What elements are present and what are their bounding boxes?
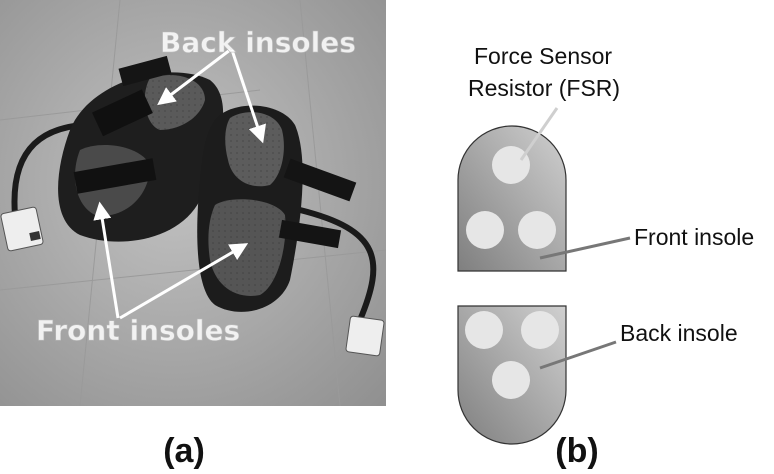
fsr-sensor-front-right [518, 211, 556, 249]
label-back-insoles: Back insoles [160, 26, 356, 59]
arrow-front-right [119, 243, 249, 320]
leader-back-insole [539, 340, 617, 370]
leader-fsr [519, 107, 559, 161]
photo-panel: Back insoles Front insoles [0, 0, 387, 407]
label-back-insole: Back insole [620, 320, 738, 346]
cable-right [299, 207, 377, 322]
arrow-back-right [230, 49, 266, 144]
arrow-back-left [157, 48, 231, 106]
fsr-sensor-front-top [492, 146, 530, 184]
insole-diagram: Force Sensor Resistor (FSR) Front insole… [457, 43, 754, 445]
label-fsr-line2: Resistor (FSR) [468, 75, 620, 101]
connector-right [345, 315, 385, 357]
right-sandal [197, 105, 357, 312]
fsr-sensor-back-right [521, 311, 559, 349]
arrow-front-left [93, 201, 120, 319]
connector-left [0, 206, 44, 252]
fsr-sensor-back-bottom [492, 361, 530, 399]
fsr-sensor-back-left [465, 311, 503, 349]
label-front-insoles: Front insoles [36, 314, 240, 347]
photo-arrows [93, 48, 266, 320]
leader-front-insole [539, 236, 631, 260]
label-fsr-line1: Force Sensor [474, 43, 612, 69]
fsr-sensor-front-left [466, 211, 504, 249]
label-front-insole: Front insole [634, 224, 754, 250]
caption-a: (a) [163, 432, 205, 470]
caption-b: (b) [555, 432, 598, 470]
